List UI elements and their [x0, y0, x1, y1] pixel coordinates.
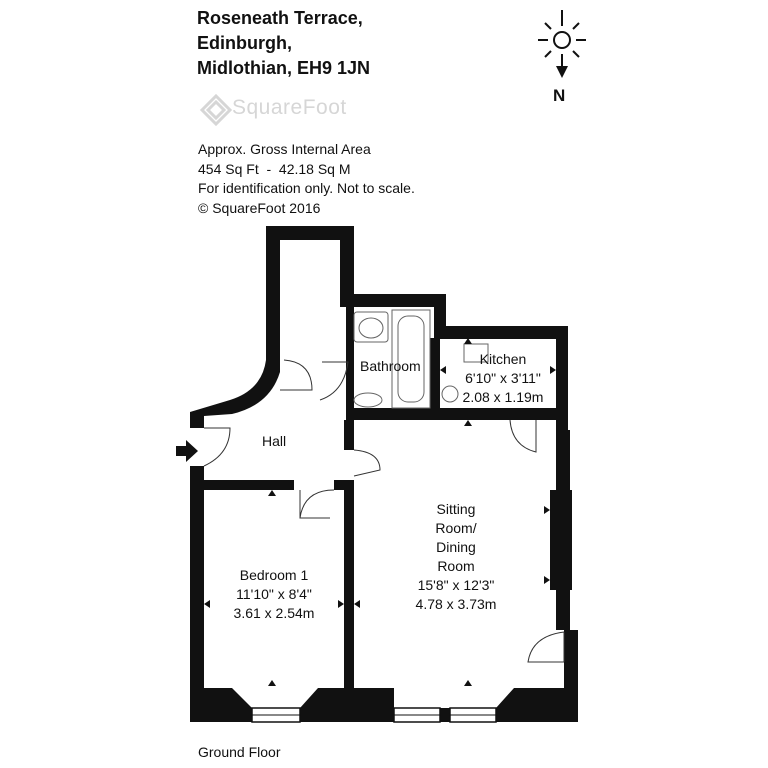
logo-text: SquareFoot — [232, 96, 347, 119]
toilet-bowl-icon — [358, 317, 384, 339]
tower-left-wall — [266, 226, 280, 356]
bathroom-left-wall — [346, 307, 354, 408]
hall-sitting-wall-upper — [344, 420, 354, 450]
door-swings — [203, 359, 565, 663]
bathroom-top-wall — [340, 294, 446, 307]
area-info: Approx. Gross Internal Area 454 Sq Ft - … — [198, 140, 415, 218]
hob-icon — [441, 385, 459, 403]
sitting-name-1: Sitting — [436, 501, 476, 517]
hall-label: Hall — [262, 433, 287, 449]
bathroom-label: Bathroom — [360, 358, 421, 374]
bedroom-left-wall — [190, 466, 204, 722]
tower-door-swing — [280, 359, 313, 391]
bedroom-metric: 3.61 x 2.54m — [233, 605, 315, 621]
markers — [204, 338, 556, 686]
bathroom-door-swing — [319, 361, 349, 401]
kitchen-fixtures — [441, 343, 489, 403]
sink-icon — [463, 343, 489, 363]
address-line-1: Roseneath Terrace, — [197, 8, 363, 28]
cupboard-door-swing — [527, 631, 565, 663]
bottom-wall-seg-3 — [440, 708, 450, 722]
entrance-door-swing — [203, 427, 231, 467]
bedroom-sitting-wall — [344, 480, 354, 722]
property-address: Roseneath Terrace, Edinburgh, Midlothian… — [197, 6, 370, 81]
kitchen-name: Kitchen — [479, 351, 527, 367]
sitting-name-2: Room/ — [435, 520, 477, 536]
north-label: N — [553, 86, 566, 105]
sitting-name-4: Room — [437, 558, 475, 574]
address-line-3: Midlothian, EH9 1JN — [197, 58, 371, 78]
info-line-2: 454 Sq Ft - 42.18 Sq M — [198, 160, 351, 177]
squarefoot-logo-icon — [199, 93, 233, 127]
bedroom-imperial: 11'10" x 8'4" — [236, 586, 312, 602]
bedroom-label: Bedroom 1 11'10" x 8'4" 3.61 x 2.54m — [216, 566, 332, 623]
basin-icon — [353, 392, 383, 408]
entrance-arrow-icon — [176, 440, 198, 462]
sitting-right-wall-lower — [556, 590, 570, 630]
kitchen-metric: 2.08 x 1.19m — [462, 389, 544, 405]
bedroom-door-swing — [299, 489, 335, 519]
kitchen-imperial: 6'10" x 3'11" — [465, 370, 541, 386]
sitting-metric: 4.78 x 3.73m — [415, 596, 497, 612]
kitchen-bottom-wall — [346, 408, 568, 420]
bottom-wall-seg-2 — [300, 688, 394, 722]
kitchen-label: Kitchen 6'10" x 3'11" 2.08 x 1.19m — [444, 350, 562, 407]
bathroom-fixtures — [353, 309, 431, 409]
sitting-imperial: 15'8" x 12'3" — [417, 577, 495, 593]
info-line-1: Approx. Gross Internal Area — [198, 141, 371, 157]
kitchen-right-wall — [556, 326, 568, 430]
sitting-name-3: Dining — [436, 539, 476, 555]
sitting-room-label: Sitting Room/ Dining Room 15'8" x 12'3" … — [396, 500, 516, 614]
tower-right-wall — [340, 226, 354, 298]
hall-bedroom-wall-left — [190, 480, 294, 490]
walls — [190, 226, 578, 722]
sitting-right-wall-upper — [556, 430, 570, 490]
bottom-wall-seg-4 — [496, 688, 578, 722]
sitting-right-wall-mid — [550, 490, 572, 590]
info-line-3: For identification only. Not to scale. — [198, 180, 415, 196]
tower-top-wall — [266, 226, 354, 240]
bathroom-kitchen-divider — [430, 338, 440, 414]
bathtub-icon — [391, 309, 431, 409]
sitting-door-swing — [353, 449, 381, 477]
kitchen-door-swing — [509, 419, 537, 453]
address-line-2: Edinburgh, — [197, 33, 292, 53]
compass-sun-icon — [538, 10, 586, 78]
bottom-wall-seg-1 — [190, 688, 252, 722]
toilet-cistern — [353, 311, 389, 343]
info-line-4: © SquareFoot 2016 — [198, 199, 321, 216]
bedroom-name: Bedroom 1 — [239, 567, 309, 583]
floor-label: Ground Floor — [198, 744, 281, 760]
hall-curved-wall — [190, 350, 280, 428]
kitchen-top-wall — [434, 326, 568, 339]
